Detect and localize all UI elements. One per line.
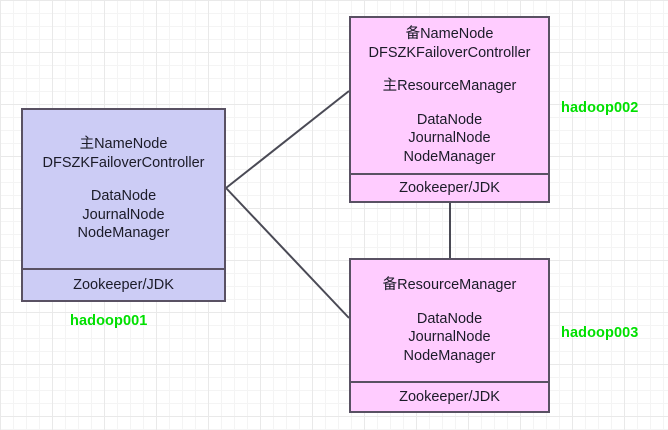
role-line: DFSZKFailoverController [368, 44, 531, 61]
role-line: 主ResourceManager [382, 78, 517, 94]
node-hadoop001[interactable]: 主NameNode DFSZKFailoverController DataNo… [21, 108, 226, 302]
node-hadoop002[interactable]: 备NameNode DFSZKFailoverController 主Resou… [349, 16, 550, 203]
edge-hadoop001-hadoop003 [225, 187, 350, 319]
node-hadoop003-footer: Zookeeper/JDK [351, 381, 548, 411]
role-line: DataNode [416, 111, 483, 128]
role-group: 主ResourceManager [383, 77, 517, 96]
role-group: DataNode JournalNode NodeManager [78, 187, 170, 243]
edge-hadoop001-hadoop002 [225, 90, 350, 189]
role-line: 备NameNode [405, 26, 494, 42]
node-hadoop002-footer: Zookeeper/JDK [351, 173, 548, 201]
role-line: NodeManager [403, 347, 496, 364]
role-line: JournalNode [408, 130, 491, 146]
role-line: NodeManager [403, 148, 496, 165]
role-group: 主NameNode DFSZKFailoverController [43, 135, 205, 172]
node-hadoop001-footer: Zookeeper/JDK [23, 268, 224, 300]
role-group: 备NameNode DFSZKFailoverController [369, 25, 531, 62]
node-hadoop001-roles: 主NameNode DFSZKFailoverController DataNo… [23, 110, 224, 268]
node-hadoop002-roles: 备NameNode DFSZKFailoverController 主Resou… [351, 18, 548, 173]
node-hadoop003[interactable]: 备ResourceManager DataNode JournalNode No… [349, 258, 550, 413]
role-line: DataNode [90, 188, 157, 205]
host-label-hadoop003: hadoop003 [561, 325, 639, 341]
role-line: DFSZKFailoverController [42, 154, 205, 171]
role-group: DataNode JournalNode NodeManager [404, 310, 496, 366]
host-label-hadoop001: hadoop001 [70, 313, 148, 329]
role-line: JournalNode [408, 329, 491, 345]
role-line: JournalNode [82, 206, 165, 223]
role-line: 主NameNode [79, 136, 168, 153]
role-group: 备ResourceManager [383, 276, 517, 295]
host-label-hadoop002: hadoop002 [561, 100, 639, 116]
role-line: NodeManager [77, 225, 170, 242]
role-line: 备ResourceManager [382, 277, 517, 293]
node-hadoop003-roles: 备ResourceManager DataNode JournalNode No… [351, 260, 548, 381]
role-group: DataNode JournalNode NodeManager [404, 111, 496, 167]
role-line: DataNode [416, 310, 483, 327]
